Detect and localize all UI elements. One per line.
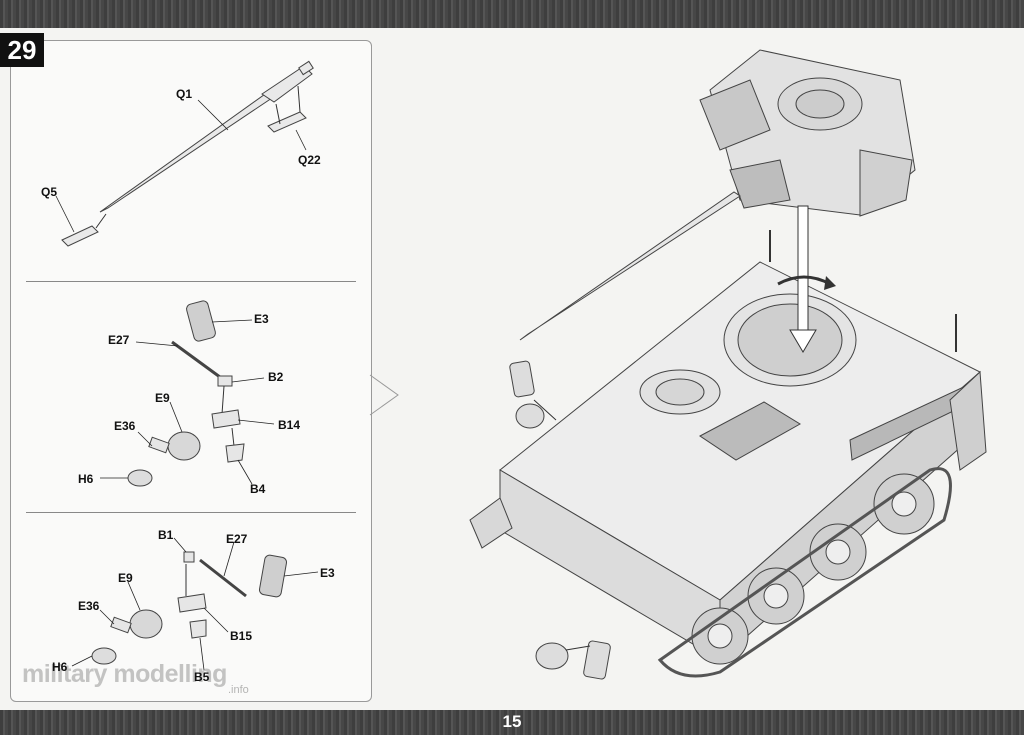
callout-e9-left: E9 — [155, 391, 170, 405]
top-border-band — [0, 0, 1024, 28]
callout-leaders — [55, 99, 319, 671]
panel-divider-bottom — [26, 512, 356, 513]
panel-divider-top — [26, 281, 356, 282]
callout-e9-right: E9 — [118, 571, 133, 585]
vehicle-mirrors — [509, 360, 611, 680]
callout-h6-right: H6 — [52, 660, 68, 674]
vehicle-main-drawing — [469, 230, 987, 678]
callout-e36-left: E36 — [114, 419, 136, 433]
callout-e27-right: E27 — [226, 532, 248, 546]
callout-h6-left: H6 — [78, 472, 94, 486]
step-number-badge: 29 — [0, 33, 44, 67]
track — [657, 467, 952, 678]
bottom-border-band — [0, 710, 1024, 735]
callout-b14: B14 — [278, 418, 301, 432]
callout-q5: Q5 — [41, 185, 58, 199]
turret-assembly — [519, 49, 916, 341]
callout-e3-right: E3 — [320, 566, 335, 580]
main-gun-barrel — [519, 191, 741, 341]
mirror-left-subassembly — [127, 300, 245, 487]
callout-e36-right: E36 — [78, 599, 100, 613]
front-light — [469, 497, 513, 549]
engine-grille — [699, 401, 801, 461]
callout-q1: Q1 — [176, 87, 193, 101]
panel-pointer — [369, 374, 399, 416]
callout-b15: B15 — [230, 629, 253, 643]
callout-q22: Q22 — [298, 153, 321, 167]
callout-b1: B1 — [158, 528, 174, 542]
watermark-suffix: .info — [228, 684, 249, 696]
install-arrow — [777, 205, 836, 353]
bracket-q22 — [267, 111, 307, 133]
mirror-right-subassembly — [91, 551, 288, 665]
barrel-q1 — [99, 91, 273, 213]
page-number: 15 — [502, 712, 522, 731]
callout-e3-left: E3 — [254, 312, 269, 326]
callout-e27-left: E27 — [108, 333, 130, 347]
callout-b5: B5 — [194, 670, 210, 684]
barrel-subassembly — [61, 60, 314, 247]
callout-b4: B4 — [250, 482, 266, 496]
callout-b2: B2 — [268, 370, 284, 384]
watermark-logo: military modelling — [22, 660, 227, 688]
muzzle-q5 — [61, 225, 99, 247]
